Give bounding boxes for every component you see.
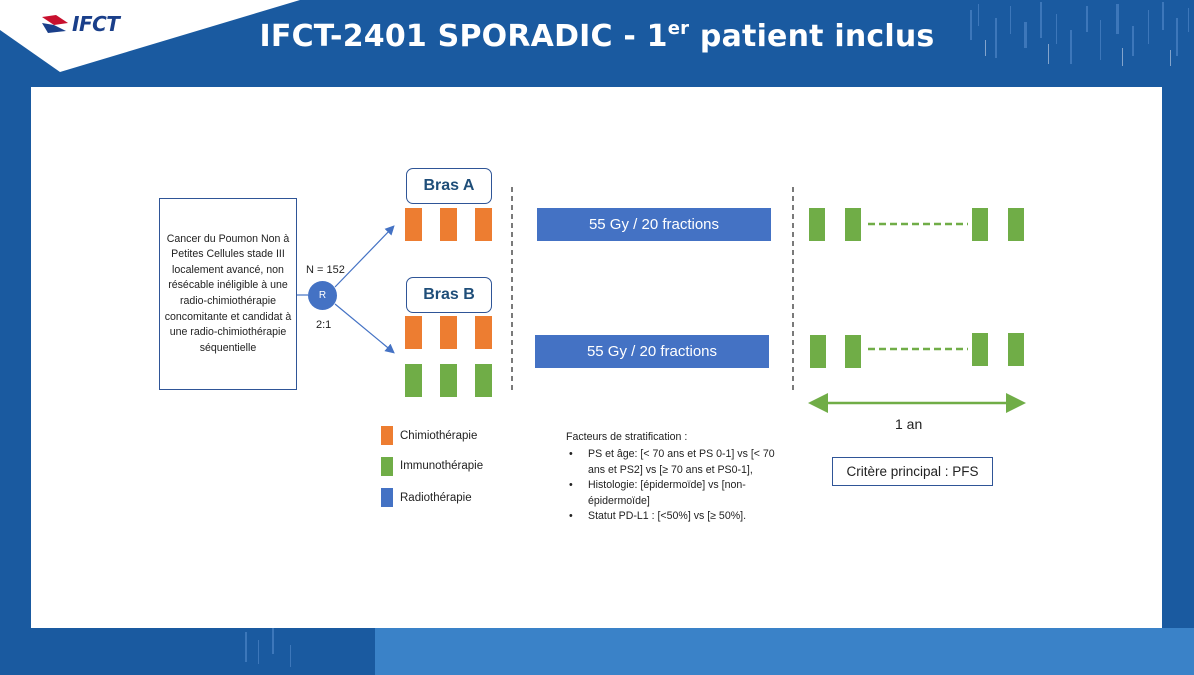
arrow-to-arm-a: [334, 225, 395, 288]
arm-b-immuno-cycle-2: [440, 364, 457, 397]
sample-size-label: N = 152: [306, 264, 345, 276]
arm-b-label-text: Bras B: [423, 286, 475, 303]
arm-a-radiotherapy: 55 Gy / 20 fractions: [537, 208, 771, 241]
diagram-lines: [297, 187, 1026, 413]
arm-b-chemo-cycle-2: [440, 316, 457, 349]
randomization-symbol: R: [318, 290, 327, 301]
stratification-item: PS et âge: [< 70 ans et PS 0-1] vs [< 70…: [566, 447, 776, 478]
ratio-label: 2:1: [316, 319, 332, 331]
primary-endpoint-text: Critère principal : PFS: [846, 464, 979, 479]
stratification-item: Statut PD-L1 : [<50%] vs [≥ 50%].: [566, 509, 776, 525]
content-panel: Cancer du Poumon Non à Petites Cellules …: [31, 87, 1162, 628]
arm-a-maintenance-2: [845, 208, 861, 241]
title-superscript: er: [667, 18, 690, 39]
legend-radio-label: Radiothérapie: [400, 492, 472, 504]
ifct-logo: IFCT: [40, 10, 130, 38]
arm-b-maintenance-3: [972, 333, 988, 366]
arm-a-label-text: Bras A: [423, 177, 475, 194]
arm-b-label: Bras B: [406, 277, 492, 313]
arm-a-maintenance-4: [1008, 208, 1024, 241]
arm-b-maintenance-4: [1008, 333, 1024, 366]
legend-chemo-swatch: [381, 426, 393, 445]
arm-a-chemo-cycle-1: [405, 208, 422, 241]
primary-endpoint-box: Critère principal : PFS: [832, 457, 993, 486]
duration-label: 1 an: [895, 416, 923, 432]
arm-b-immuno-cycle-1: [405, 364, 422, 397]
stratification-title: Facteurs de stratification :: [566, 431, 688, 443]
arm-a-label: Bras A: [406, 168, 492, 204]
legend-immuno-label: Immunothérapie: [400, 460, 484, 472]
stratification-factors: Facteurs de stratification : PS et âge: …: [566, 430, 776, 525]
arm-a-maintenance-3: [972, 208, 988, 241]
logo-text: IFCT: [72, 12, 120, 36]
page-title: IFCT-2401 SPORADIC - 1er patient inclus: [0, 18, 1194, 54]
legend-immuno-swatch: [381, 457, 393, 476]
arm-b-radiotherapy: 55 Gy / 20 fractions: [535, 335, 769, 368]
arm-a-radiotherapy-text: 55 Gy / 20 fractions: [588, 216, 720, 233]
stratification-item: Histologie: [épidermoïde] vs [non-épider…: [566, 478, 776, 509]
stratification-list: PS et âge: [< 70 ans et PS 0-1] vs [< 70…: [566, 447, 776, 524]
arm-b-chemo-cycle-1: [405, 316, 422, 349]
legend-radio-swatch: [381, 488, 393, 507]
logo-emblem-icon: [42, 15, 68, 33]
arm-b-maintenance-2: [845, 335, 861, 368]
inclusion-criteria-box: Cancer du Poumon Non à Petites Cellules …: [159, 198, 297, 390]
arm-a-chemo-cycle-2: [440, 208, 457, 241]
arrow-to-arm-b: [334, 303, 395, 354]
arm-b-immuno-cycle-3: [475, 364, 492, 397]
legend-chemo-label: Chimiothérapie: [400, 430, 478, 442]
title-main: IFCT-2401 SPORADIC - 1: [259, 19, 668, 54]
arm-a-chemo-cycle-3: [475, 208, 492, 241]
arm-b-chemo-cycle-3: [475, 316, 492, 349]
arm-b-radiotherapy-text: 55 Gy / 20 fractions: [586, 343, 718, 360]
arm-a-maintenance-1: [809, 208, 825, 241]
randomization-circle: R: [308, 281, 337, 310]
inclusion-criteria-text: Cancer du Poumon Non à Petites Cellules …: [164, 232, 292, 354]
arm-b-maintenance-1: [810, 335, 826, 368]
bottom-band: [375, 628, 1194, 675]
title-rest: patient inclus: [689, 19, 935, 54]
